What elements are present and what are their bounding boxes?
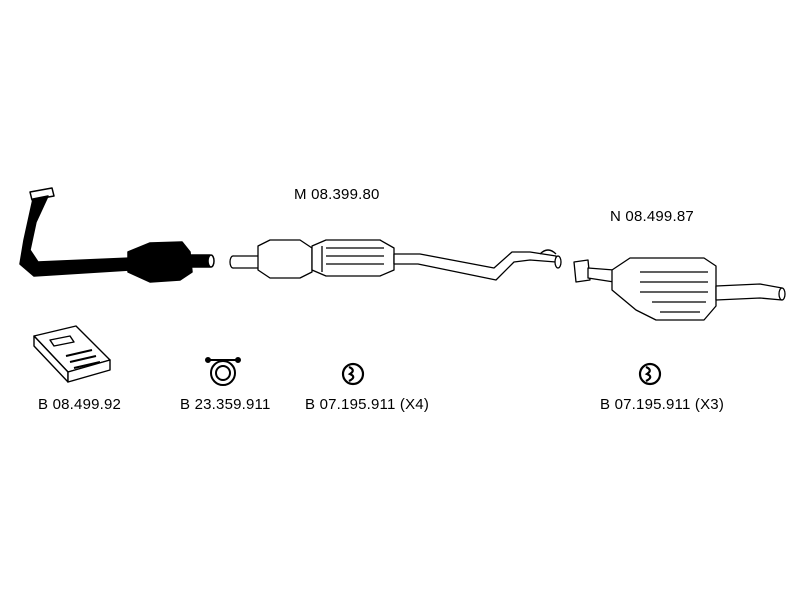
mounting-kit-label: B 08.499.92	[38, 396, 122, 413]
hanger-ring-x3-label: B 07.195.911 (X3)	[600, 396, 725, 413]
hanger-ring-x4-label: B 07.195.911 (X4)	[305, 396, 430, 413]
middle-silencer-label: M 08.399.80	[294, 186, 380, 203]
pipe-clamp-label: B 23.359.911	[180, 396, 271, 413]
rear-silencer-label: N 08.499.87	[610, 208, 694, 225]
